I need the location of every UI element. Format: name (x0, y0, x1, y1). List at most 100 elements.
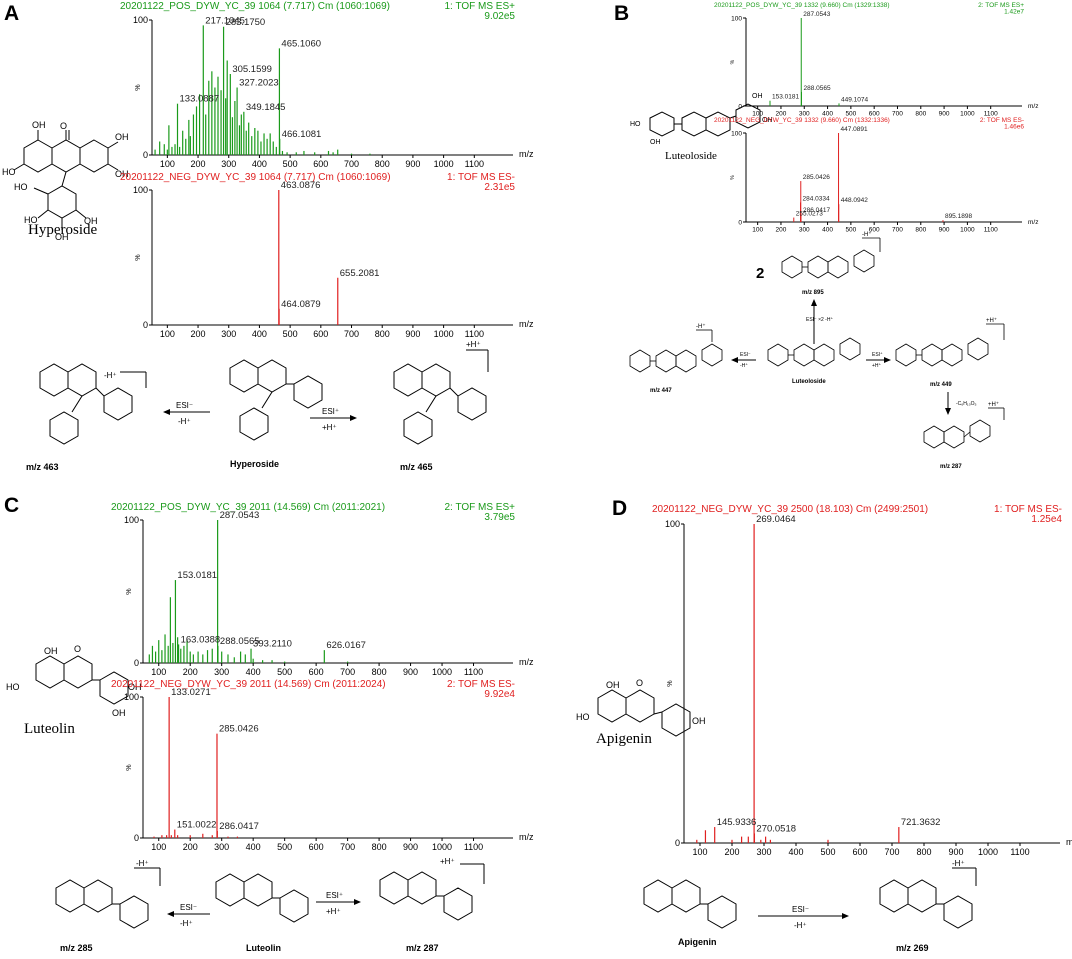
scheme-a-center-label: Hyperoside (230, 459, 279, 469)
x-tick-label: 500 (820, 847, 835, 857)
x-tick-label: 800 (375, 329, 390, 339)
x-tick-label: 900 (939, 111, 950, 118)
y-axis-label: % (730, 175, 736, 180)
x-tick-label: 600 (313, 329, 328, 339)
y-tick-label: 100 (124, 515, 139, 525)
x-tick-label: 500 (283, 159, 298, 169)
x-tick-label: 400 (246, 667, 261, 677)
spectrum-intensity: 1.42e7 (1004, 9, 1024, 16)
peak-label: 288.0565 (220, 636, 260, 647)
peak-label: 285.0426 (803, 174, 830, 181)
peak-label: 349.1845 (246, 102, 286, 113)
x-tick-label: 1100 (465, 329, 484, 339)
x-tick-label: 900 (939, 227, 950, 234)
peak-label: 655.2081 (340, 268, 380, 279)
x-tick-label: 700 (892, 227, 903, 234)
x-tick-label: 800 (375, 159, 390, 169)
peak-label: 151.0022 (177, 820, 217, 831)
luteolin-structure: OH O HO OH OH (6, 644, 142, 718)
x-tick-label: 800 (372, 667, 387, 677)
svg-text:OH: OH (128, 682, 142, 692)
scheme-b-dimer-label: m/z 895 (802, 290, 824, 296)
x-tick-label: 400 (246, 842, 261, 852)
spectrum-c-neg: 20201122_NEG_DYW_YC_39 2011 (14.569) Cm … (111, 679, 534, 852)
peak-label: 327.2023 (239, 78, 279, 89)
x-tick-label: 400 (252, 329, 267, 339)
x-tick-label: 700 (344, 329, 359, 339)
scheme-d-left-structure (643, 879, 737, 929)
svg-text:HO: HO (14, 182, 28, 192)
peak-label: 447.0891 (841, 126, 868, 133)
y-tick-label: 100 (133, 185, 148, 195)
panel-letter-d: D (612, 497, 627, 520)
scheme-b-frag-product: m/z 287 (940, 464, 962, 470)
peak-label: 448.0942 (841, 197, 868, 204)
spectrum-b-pos: 20201122_POS_DYW_YC_39 1332 (9.660) Cm (… (714, 2, 1038, 118)
scheme-d-right-product: m/z 269 (896, 943, 929, 953)
x-tick-label: 200 (191, 159, 206, 169)
x-tick-label: 700 (892, 111, 903, 118)
y-axis-label: % (124, 588, 133, 595)
scheme-c-center-label: Luteolin (246, 943, 281, 953)
scheme-b-right-charge: +H⁺ (986, 317, 997, 324)
scheme-c-left-product: m/z 285 (60, 943, 93, 953)
x-tick-label: 300 (799, 111, 810, 118)
spectrum-header: 20201122_NEG_DYW_YC_39 1332 (9.660) Cm (… (714, 117, 890, 124)
spectrum-header: 20201122_NEG_DYW_YC_39 2500 (18.103) Cm … (652, 504, 928, 515)
y-tick-label: 0 (143, 150, 148, 160)
y-axis-label: % (665, 680, 674, 687)
spectra-layer: 20201122_POS_DYW_YC_39 1064 (7.717) Cm (… (111, 1, 1072, 857)
x-tick-label: 200 (776, 111, 787, 118)
x-tick-label: 1100 (464, 842, 483, 852)
x-tick-label: 600 (869, 227, 880, 234)
x-axis-label: m/z (519, 657, 534, 667)
spectrum-intensity: 9.92e4 (484, 689, 515, 700)
x-tick-label: 1000 (434, 329, 454, 339)
x-tick-label: 500 (283, 329, 298, 339)
scheme-a-right-arrow-bottom: +H⁺ (322, 423, 337, 432)
spectrum-mode: 1: TOF MS ES- (994, 504, 1062, 515)
x-tick-label: 600 (309, 842, 324, 852)
x-tick-label: 700 (884, 847, 899, 857)
x-axis-label: m/z (519, 319, 534, 329)
x-tick-label: 800 (915, 227, 926, 234)
x-tick-label: 1100 (465, 159, 484, 169)
peak-label: 255.0273 (796, 211, 823, 218)
peak-label: 153.0181 (177, 570, 217, 581)
x-tick-label: 1000 (978, 847, 998, 857)
y-tick-label: 0 (738, 219, 742, 226)
x-tick-label: 400 (252, 159, 267, 169)
peak-label: 626.0167 (326, 640, 366, 651)
scheme-b-right-product: m/z 449 (930, 382, 952, 388)
spectrum-mode: 1: TOF MS ES- (447, 172, 515, 183)
compound-name-hyperoside: Hyperoside (28, 222, 97, 238)
svg-text:OH: OH (112, 708, 126, 718)
spectrum-b-neg: 20201122_NEG_DYW_YC_39 1332 (9.660) Cm (… (714, 117, 1038, 234)
x-tick-label: 300 (799, 227, 810, 234)
y-tick-label: 0 (134, 658, 139, 668)
svg-text:OH: OH (762, 117, 773, 124)
panel-letter-c: C (4, 494, 19, 517)
scheme-c-center-structure (215, 873, 309, 923)
y-tick-label: 0 (143, 320, 148, 330)
spectrum-header: 20201122_POS_DYW_YC_39 1064 (7.717) Cm (… (120, 1, 390, 12)
x-tick-label: 900 (948, 847, 963, 857)
peak-label: 133.0887 (180, 94, 220, 105)
scheme-b-up-arrow-label: ESI⁻ ×2 -H⁺ (806, 317, 833, 323)
spectrum-d-neg: 20201122_NEG_DYW_YC_39 2500 (18.103) Cm … (652, 504, 1072, 857)
y-tick-label: 100 (731, 15, 742, 22)
svg-text:HO: HO (630, 121, 641, 128)
y-tick-label: 0 (675, 838, 680, 848)
scheme-b-dimer-structure (781, 237, 881, 279)
scheme-d-right-structure (879, 867, 977, 929)
peak-label: 286.0417 (803, 207, 830, 214)
x-tick-label: 400 (788, 847, 803, 857)
x-tick-label: 200 (183, 842, 198, 852)
scheme-c-right-arrow-top: ESI⁺ (326, 891, 343, 900)
peak-label: 287.0543 (220, 510, 260, 521)
spectrum-a-pos: 20201122_POS_DYW_YC_39 1064 (7.717) Cm (… (120, 1, 534, 169)
x-tick-label: 100 (151, 842, 166, 852)
spectrum-intensity: 1.25e4 (1031, 514, 1062, 525)
peak-label: 449.1074 (841, 96, 868, 103)
scheme-b-left-structure (629, 329, 723, 373)
